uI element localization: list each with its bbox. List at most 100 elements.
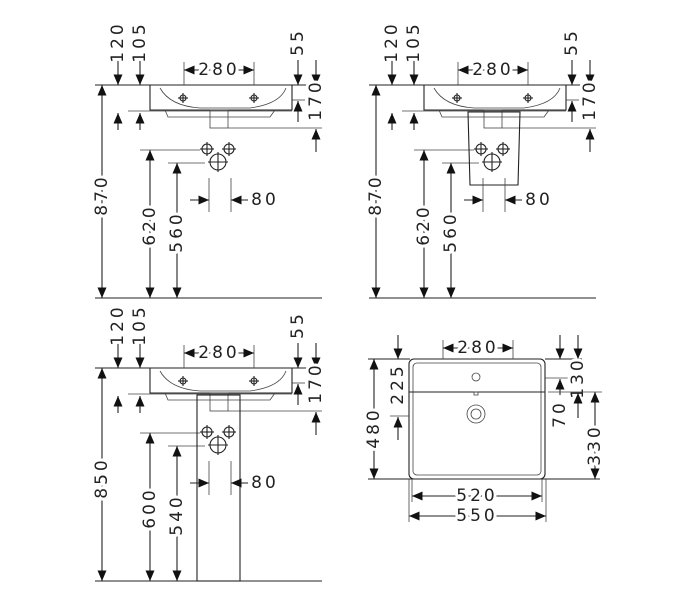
dimension-label: 55 — [288, 28, 308, 56]
basin-underside — [164, 392, 276, 401]
basin-outline — [149, 84, 293, 111]
arrowhead-up-icon — [387, 113, 397, 124]
basin-bowl — [159, 370, 287, 392]
arrowhead-down-icon — [97, 570, 107, 581]
arrowhead-left-icon — [458, 65, 469, 75]
basin-inner-outline — [412, 362, 542, 476]
dimension-label: 120 — [382, 21, 402, 62]
arrowhead-up-icon — [573, 393, 583, 404]
arrowhead-up-icon — [172, 163, 182, 174]
arrowhead-up-icon — [145, 433, 155, 444]
dimension-label: 105 — [404, 21, 424, 62]
arrowhead-right-icon — [531, 491, 542, 501]
basin-outline — [408, 358, 546, 480]
dimension-label: 560 — [441, 211, 461, 252]
arrowhead-up-icon — [567, 101, 577, 112]
arrowhead-down-icon — [311, 74, 321, 85]
arrowhead-down-icon — [293, 74, 303, 85]
arrowhead-up-icon — [135, 113, 145, 124]
dimension-label: 850 — [92, 457, 112, 498]
arrowhead-down-icon — [409, 74, 419, 85]
pedestal-column — [196, 394, 241, 582]
arrowhead-down-icon — [172, 287, 182, 298]
basin-underside — [438, 109, 550, 118]
dimension-label: 130 — [568, 357, 588, 398]
arrowhead-right-icon — [243, 65, 254, 75]
arrowhead-left-icon — [231, 478, 242, 488]
arrowhead-up-icon — [369, 359, 379, 370]
arrowhead-down-icon — [555, 348, 565, 359]
basin-underside — [164, 109, 276, 118]
arrowhead-right-icon — [243, 348, 254, 358]
dimension-label: 620 — [140, 204, 160, 245]
arrowhead-left-icon — [409, 511, 420, 521]
dimension-label: 120 — [108, 304, 128, 345]
tap-hole-icon — [471, 372, 481, 382]
dimension-label: 80 — [251, 190, 279, 210]
arrowhead-down-icon — [387, 74, 397, 85]
arrowhead-up-icon — [419, 150, 429, 161]
dimension-label: 330 — [585, 424, 605, 465]
arrowhead-up-icon — [311, 412, 321, 423]
overflow-icon — [473, 391, 479, 396]
dimension-label: 170 — [306, 79, 326, 120]
arrowhead-up-icon — [172, 446, 182, 457]
arrowhead-down-icon — [145, 287, 155, 298]
arrowhead-up-icon — [113, 396, 123, 407]
arrowhead-up-icon — [135, 396, 145, 407]
arrowhead-up-icon — [409, 113, 419, 124]
arrowhead-right-icon — [535, 511, 546, 521]
arrowhead-down-icon — [172, 570, 182, 581]
arrowhead-up-icon — [446, 163, 456, 174]
arrowhead-down-icon — [590, 468, 600, 479]
arrowhead-up-icon — [293, 101, 303, 112]
arrowhead-down-icon — [135, 357, 145, 368]
arrowhead-down-icon — [585, 74, 595, 85]
arrowhead-down-icon — [311, 357, 321, 368]
arrowhead-left-icon — [184, 348, 195, 358]
siphon-cover — [467, 111, 521, 186]
dimension-label: 480 — [364, 407, 384, 448]
dimension-label: 280 — [198, 343, 239, 363]
dimension-label: 70 — [550, 400, 570, 428]
arrowhead-up-icon — [97, 85, 107, 96]
arrowhead-up-icon — [393, 417, 403, 428]
arrowhead-left-icon — [184, 65, 195, 75]
basin-bowl — [159, 87, 287, 109]
dimension-label: 105 — [130, 304, 150, 345]
arrowhead-up-icon — [97, 368, 107, 379]
arrowhead-down-icon — [369, 468, 379, 479]
arrowhead-right-icon — [198, 195, 209, 205]
basin-bowl — [433, 87, 561, 109]
drain-icon — [470, 408, 482, 420]
dimension-label: 520 — [456, 486, 497, 506]
dimension-label: 55 — [562, 28, 582, 56]
arrowhead-right-icon — [517, 65, 528, 75]
arrowhead-up-icon — [555, 379, 565, 390]
dimension-label: 55 — [288, 311, 308, 339]
dimension-label: 170 — [580, 79, 600, 120]
arrowhead-right-icon — [472, 195, 483, 205]
arrowhead-down-icon — [97, 287, 107, 298]
arrowhead-up-icon — [371, 85, 381, 96]
basin-outline — [423, 84, 567, 111]
dimension-label: 560 — [167, 211, 187, 252]
dimension-label: 620 — [414, 204, 434, 245]
drain-icon — [466, 404, 486, 424]
arrowhead-right-icon — [198, 478, 209, 488]
arrowhead-down-icon — [573, 348, 583, 359]
arrowhead-up-icon — [590, 392, 600, 403]
arrowhead-down-icon — [113, 357, 123, 368]
dimension-label: 170 — [306, 362, 326, 403]
dimension-label: 80 — [251, 473, 279, 493]
arrowhead-down-icon — [446, 287, 456, 298]
arrowhead-down-icon — [145, 570, 155, 581]
dimension-label: 280 — [198, 60, 239, 80]
arrowhead-down-icon — [293, 357, 303, 368]
dimension-label: 280 — [472, 60, 513, 80]
arrowhead-left-icon — [443, 343, 454, 353]
